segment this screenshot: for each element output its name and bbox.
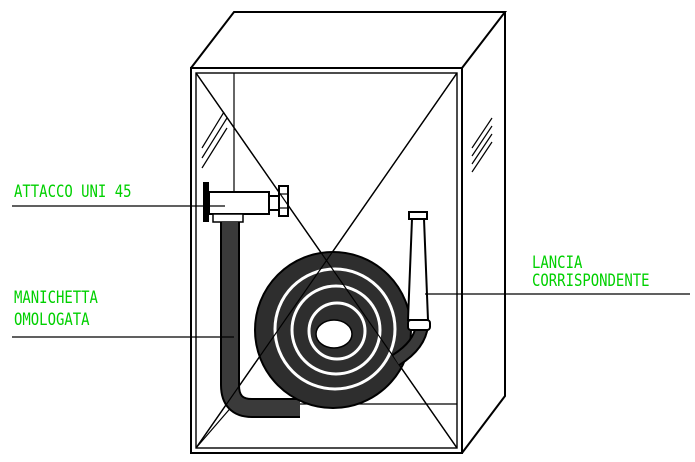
glass-glare-icon [201,111,228,169]
cabinet-top [190,11,508,69]
label-manichetta-line1: MANICHETTA [14,288,98,308]
label-attacco: ATTACCO UNI 45 [14,182,132,202]
nozzle-icon [406,211,431,331]
label-lancia-line1: LANCIA [532,253,583,273]
cabinet-front-inner [195,72,458,449]
leader-lines [12,205,690,338]
floor-left-edge [195,403,235,449]
label-manichetta-line2: OMOLOGATA [14,310,90,330]
cabinet-front-outer [190,67,463,454]
label-lancia-line2: CORRISPONDENTE [532,271,650,291]
valve-icon [203,182,289,223]
cabinet-side [461,12,506,454]
vent-slats-icon [471,117,493,173]
coiled-hose-icon [195,72,458,449]
